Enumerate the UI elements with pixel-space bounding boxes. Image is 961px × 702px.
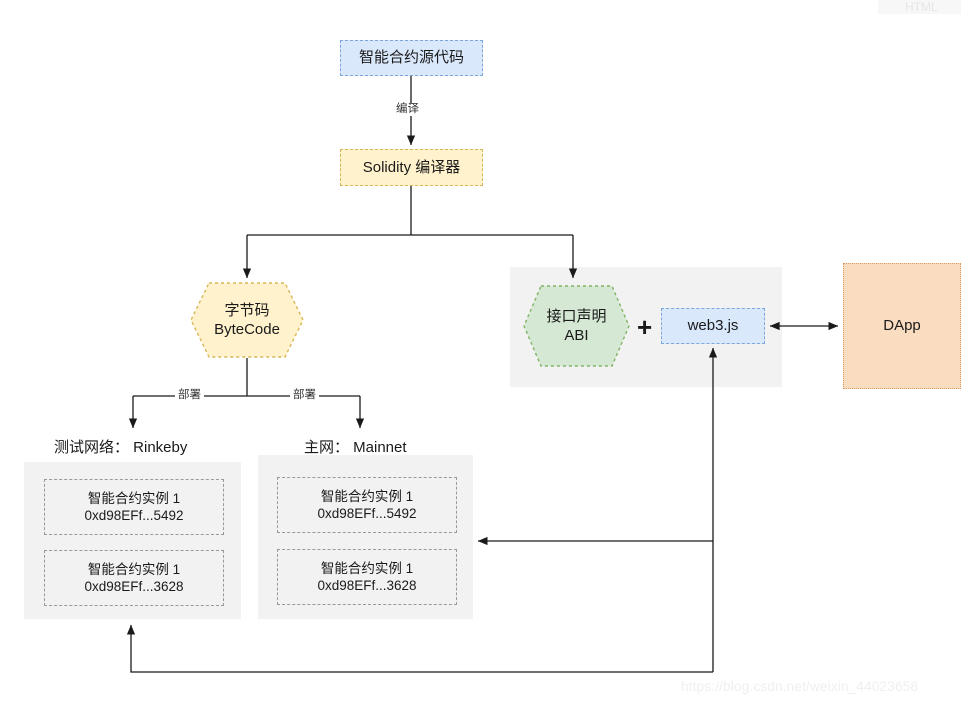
edge-label-compile: 编译	[393, 103, 422, 116]
node-dapp-label: DApp	[883, 317, 921, 335]
plus-operator: +	[637, 312, 653, 342]
instance-address: 0xd98EFf...3628	[84, 579, 184, 594]
node-abi-label: 接口声明 ABI	[546, 307, 607, 345]
corner-fragment-background	[878, 0, 961, 14]
instance-address: 0xd98EFf...5492	[84, 508, 184, 523]
instance-name: 智能合约实例 1	[320, 560, 414, 576]
corner-fragment-label: HTML	[905, 0, 938, 14]
bytecode-hexagon-shape	[190, 282, 304, 358]
mainnet-group	[258, 455, 473, 619]
node-solidity-compiler[interactable]: Solidity 编译器	[340, 149, 483, 186]
testnet-instance-2[interactable]: 智能合约实例 1 0xd98EFf...3628	[44, 550, 224, 606]
node-abi[interactable]: 接口声明 ABI	[523, 285, 630, 367]
mainnet-instance-2[interactable]: 智能合约实例 1 0xd98EFf...3628	[277, 549, 457, 605]
watermark: https://blog.csdn.net/weixin_44023658	[681, 679, 919, 694]
node-web3js-label: web3.js	[687, 317, 739, 335]
label-mainnet: 主网： Mainnet	[304, 439, 407, 456]
instance-name: 智能合约实例 1	[87, 490, 181, 506]
edge-trunk-to-testnet	[126, 624, 713, 673]
node-source-code-label: 智能合约源代码	[358, 49, 464, 67]
testnet-group	[24, 462, 241, 619]
edge-label-deploy-right: 部署	[290, 389, 319, 402]
edge-label-deploy-left: 部署	[175, 389, 204, 402]
node-bytecode-label: 字节码 ByteCode	[214, 301, 280, 339]
node-source-code[interactable]: 智能合约源代码	[340, 40, 483, 76]
node-web3js[interactable]: web3.js	[661, 308, 765, 344]
node-solidity-compiler-label: Solidity 编译器	[362, 158, 461, 176]
mainnet-instance-1[interactable]: 智能合约实例 1 0xd98EFf...5492	[277, 477, 457, 533]
instance-address: 0xd98EFf...3628	[317, 578, 417, 593]
abi-hexagon-shape	[523, 285, 630, 367]
instance-address: 0xd98EFf...5492	[317, 506, 417, 521]
instance-name: 智能合约实例 1	[320, 488, 414, 504]
instance-name: 智能合约实例 1	[87, 561, 181, 577]
label-testnet: 测试网络： Rinkeby	[54, 439, 188, 456]
node-dapp[interactable]: DApp	[843, 263, 961, 389]
testnet-instance-1[interactable]: 智能合约实例 1 0xd98EFf...5492	[44, 479, 224, 535]
node-bytecode[interactable]: 字节码 ByteCode	[190, 282, 304, 358]
